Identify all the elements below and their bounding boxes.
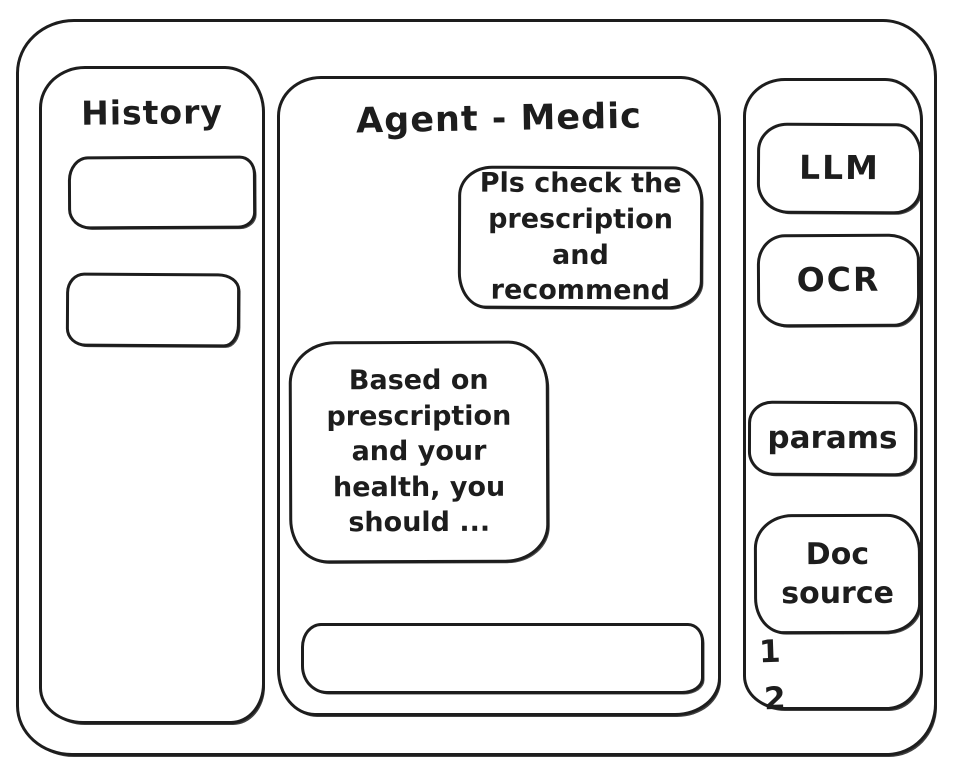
- chat-title: Agent - Medic: [355, 96, 643, 142]
- user-message-bubble: Pls check the prescription and recommend: [457, 165, 704, 310]
- history-item[interactable]: [67, 155, 257, 230]
- history-title: History: [80, 92, 224, 133]
- ocr-button[interactable]: OCR: [756, 233, 921, 328]
- app-frame: History Agent - Medic Pls check the pres…: [16, 19, 937, 756]
- doc-source-item-1[interactable]: 1: [758, 633, 782, 671]
- message-input[interactable]: [301, 623, 704, 694]
- history-panel: History: [39, 66, 265, 724]
- doc-source-button[interactable]: Doc source: [753, 513, 922, 635]
- params-button[interactable]: params: [747, 400, 918, 477]
- assistant-message-bubble: Based on prescription and your health, y…: [288, 340, 550, 564]
- history-item[interactable]: [65, 272, 241, 348]
- tools-panel: LLM OCR params Doc source 1 2: [743, 78, 923, 717]
- chat-panel: Agent - Medic Pls check the prescription…: [277, 76, 721, 716]
- doc-source-item-2[interactable]: 2: [763, 680, 787, 718]
- llm-button[interactable]: LLM: [756, 122, 923, 215]
